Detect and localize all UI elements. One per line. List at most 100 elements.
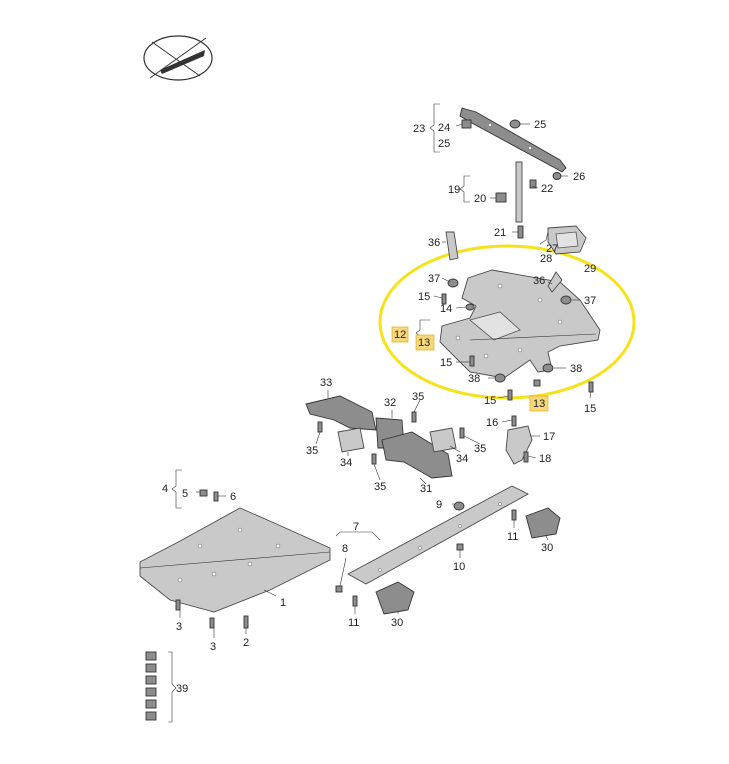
callout-37b[interactable]: 37 <box>584 295 596 307</box>
front-crossmember[interactable] <box>459 107 567 173</box>
callout-23[interactable]: 23 <box>413 123 425 135</box>
bolt-35b <box>411 411 417 423</box>
clip-36-right <box>547 271 563 293</box>
clip-14 <box>465 303 475 311</box>
bolt-35c <box>371 453 377 465</box>
callout-27[interactable]: 27 <box>546 243 558 255</box>
callout-13a[interactable]: 13 <box>418 337 430 349</box>
nut-9 <box>453 501 465 511</box>
clip-8 <box>335 585 343 593</box>
callout-12[interactable]: 12 <box>394 329 406 341</box>
callout-6[interactable]: 6 <box>230 491 236 503</box>
bolt-3a <box>175 599 181 611</box>
callout-15c[interactable]: 15 <box>484 395 496 407</box>
bolt-2 <box>243 615 249 629</box>
clip-36-top <box>445 231 459 261</box>
bolt-15b <box>469 355 475 367</box>
callout-7[interactable]: 7 <box>353 521 359 533</box>
support-bar[interactable] <box>495 161 523 223</box>
callout-14[interactable]: 14 <box>440 303 452 315</box>
callout-35c[interactable]: 35 <box>474 443 486 455</box>
callout-29[interactable]: 29 <box>584 263 596 275</box>
callout-15a[interactable]: 15 <box>418 291 430 303</box>
callout-2[interactable]: 2 <box>243 637 249 649</box>
callout-15b[interactable]: 15 <box>440 357 452 369</box>
callout-labels: 23 24 25 25 26 22 19 20 21 36 27 28 29 3… <box>162 119 596 695</box>
callout-18[interactable]: 18 <box>539 453 551 465</box>
callout-24[interactable]: 24 <box>438 122 450 134</box>
block-30b[interactable] <box>525 507 561 539</box>
heat-shield-33[interactable] <box>305 395 377 431</box>
callout-34a[interactable]: 34 <box>340 457 352 469</box>
callout-30a[interactable]: 30 <box>391 617 403 629</box>
bracket-27[interactable] <box>547 225 587 255</box>
callout-10[interactable]: 10 <box>453 561 465 573</box>
callout-38a[interactable]: 38 <box>570 363 582 375</box>
bolt-11a <box>352 595 358 607</box>
trim-strip-7[interactable] <box>347 485 529 585</box>
nut-13 <box>533 379 541 387</box>
underbody-panel-12[interactable] <box>439 269 601 379</box>
clip-37b <box>560 295 572 305</box>
callout-11a[interactable]: 11 <box>348 617 359 629</box>
callout-35b[interactable]: 35 <box>306 445 318 457</box>
callout-16[interactable]: 16 <box>486 417 498 429</box>
pad-34b <box>429 427 457 453</box>
highlight-ellipse <box>378 244 636 400</box>
clip-10 <box>456 543 464 551</box>
callout-9[interactable]: 9 <box>436 499 442 511</box>
callout-35d[interactable]: 35 <box>374 481 386 493</box>
callout-25a[interactable]: 25 <box>438 138 450 150</box>
callout-25b[interactable]: 25 <box>534 119 546 131</box>
callout-3a[interactable]: 3 <box>176 621 182 633</box>
bolt-18 <box>523 451 529 463</box>
clip-37a <box>447 278 459 288</box>
callout-32[interactable]: 32 <box>384 397 396 409</box>
heat-shield-31[interactable] <box>381 431 453 479</box>
clip-5 <box>199 489 208 497</box>
underbody-panel-1[interactable] <box>139 507 331 613</box>
callout-19[interactable]: 19 <box>448 184 460 196</box>
clip-38a <box>494 373 506 383</box>
callout-30b[interactable]: 30 <box>541 542 553 554</box>
block-30a[interactable] <box>375 581 415 615</box>
callout-15d[interactable]: 15 <box>584 403 596 415</box>
bracket-22 <box>529 179 537 189</box>
callout-39[interactable]: 39 <box>176 683 188 695</box>
callout-36a[interactable]: 36 <box>428 237 440 249</box>
crossed-ellipse-icon <box>143 35 213 81</box>
callout-17[interactable]: 17 <box>543 431 555 443</box>
callout-26[interactable]: 26 <box>573 171 585 183</box>
callout-38b[interactable]: 38 <box>468 373 480 385</box>
leader-lines <box>171 103 592 638</box>
callout-36b[interactable]: 36 <box>533 275 545 287</box>
callout-1[interactable]: 1 <box>280 597 286 609</box>
callout-8[interactable]: 8 <box>342 543 348 555</box>
callout-21[interactable]: 21 <box>494 227 506 239</box>
highlight-label-12 <box>391 326 409 343</box>
bolt-15c <box>507 389 513 401</box>
callout-31[interactable]: 31 <box>420 483 432 495</box>
bracket-17[interactable] <box>505 425 533 465</box>
bolt-set-39 <box>145 651 177 723</box>
callout-13b[interactable]: 13 <box>533 398 545 410</box>
bolt-21 <box>517 225 524 239</box>
highlight-label-13a <box>415 334 435 351</box>
bolt-15d <box>588 381 594 393</box>
bolt-11b <box>511 509 517 521</box>
callout-4[interactable]: 4 <box>162 483 168 495</box>
bolt-35a <box>317 421 323 433</box>
callout-35a[interactable]: 35 <box>412 391 424 403</box>
callout-11b[interactable]: 11 <box>507 531 518 543</box>
callout-3b[interactable]: 3 <box>210 641 216 653</box>
callout-33[interactable]: 33 <box>320 377 332 389</box>
callout-20[interactable]: 20 <box>474 193 486 205</box>
callout-34b[interactable]: 34 <box>456 453 468 465</box>
callout-5[interactable]: 5 <box>182 488 188 500</box>
callout-37a[interactable]: 37 <box>428 273 440 285</box>
callout-22[interactable]: 22 <box>541 183 553 195</box>
pad-34a <box>337 427 365 453</box>
clip-38b <box>542 363 554 373</box>
bolt-15a <box>441 293 447 305</box>
callout-28[interactable]: 28 <box>540 253 552 265</box>
